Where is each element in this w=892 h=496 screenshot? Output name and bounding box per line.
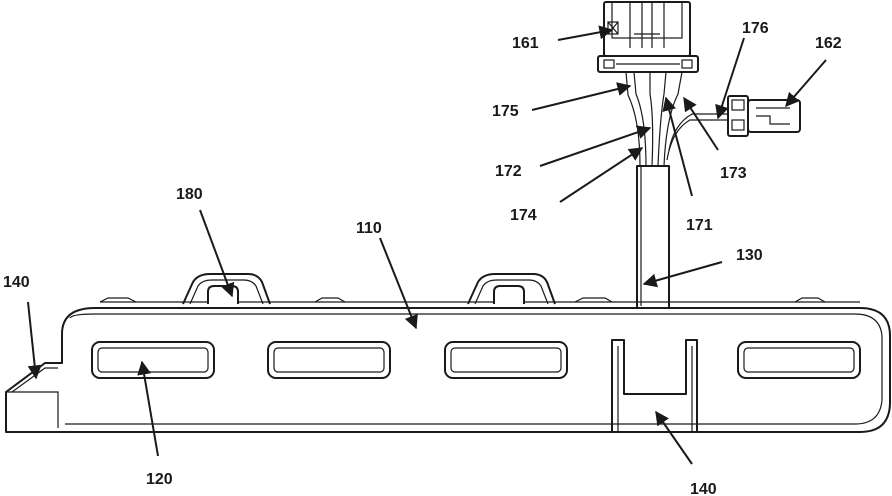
connector-162	[727, 95, 801, 137]
label-110: 110	[356, 220, 382, 237]
label-162: 162	[815, 35, 842, 52]
label-172: 172	[495, 163, 522, 180]
mount-bracket	[611, 339, 698, 432]
label-161: 161	[512, 35, 539, 52]
label-140-left: 140	[3, 274, 30, 291]
label-176: 176	[742, 20, 769, 37]
clip-right	[467, 273, 556, 305]
window-slots	[91, 341, 861, 379]
label-140-bottom: 140	[690, 481, 717, 496]
connector-161	[597, 1, 699, 73]
label-173: 173	[720, 165, 747, 182]
label-175: 175	[492, 103, 519, 120]
label-171: 171	[686, 217, 713, 234]
wire-bundle	[625, 71, 728, 167]
label-120: 120	[146, 471, 173, 488]
label-130: 130	[736, 247, 763, 264]
label-174: 174	[510, 207, 537, 224]
cable-sleeve	[636, 165, 670, 308]
label-180: 180	[176, 186, 203, 203]
leader-lines	[27, 25, 827, 465]
